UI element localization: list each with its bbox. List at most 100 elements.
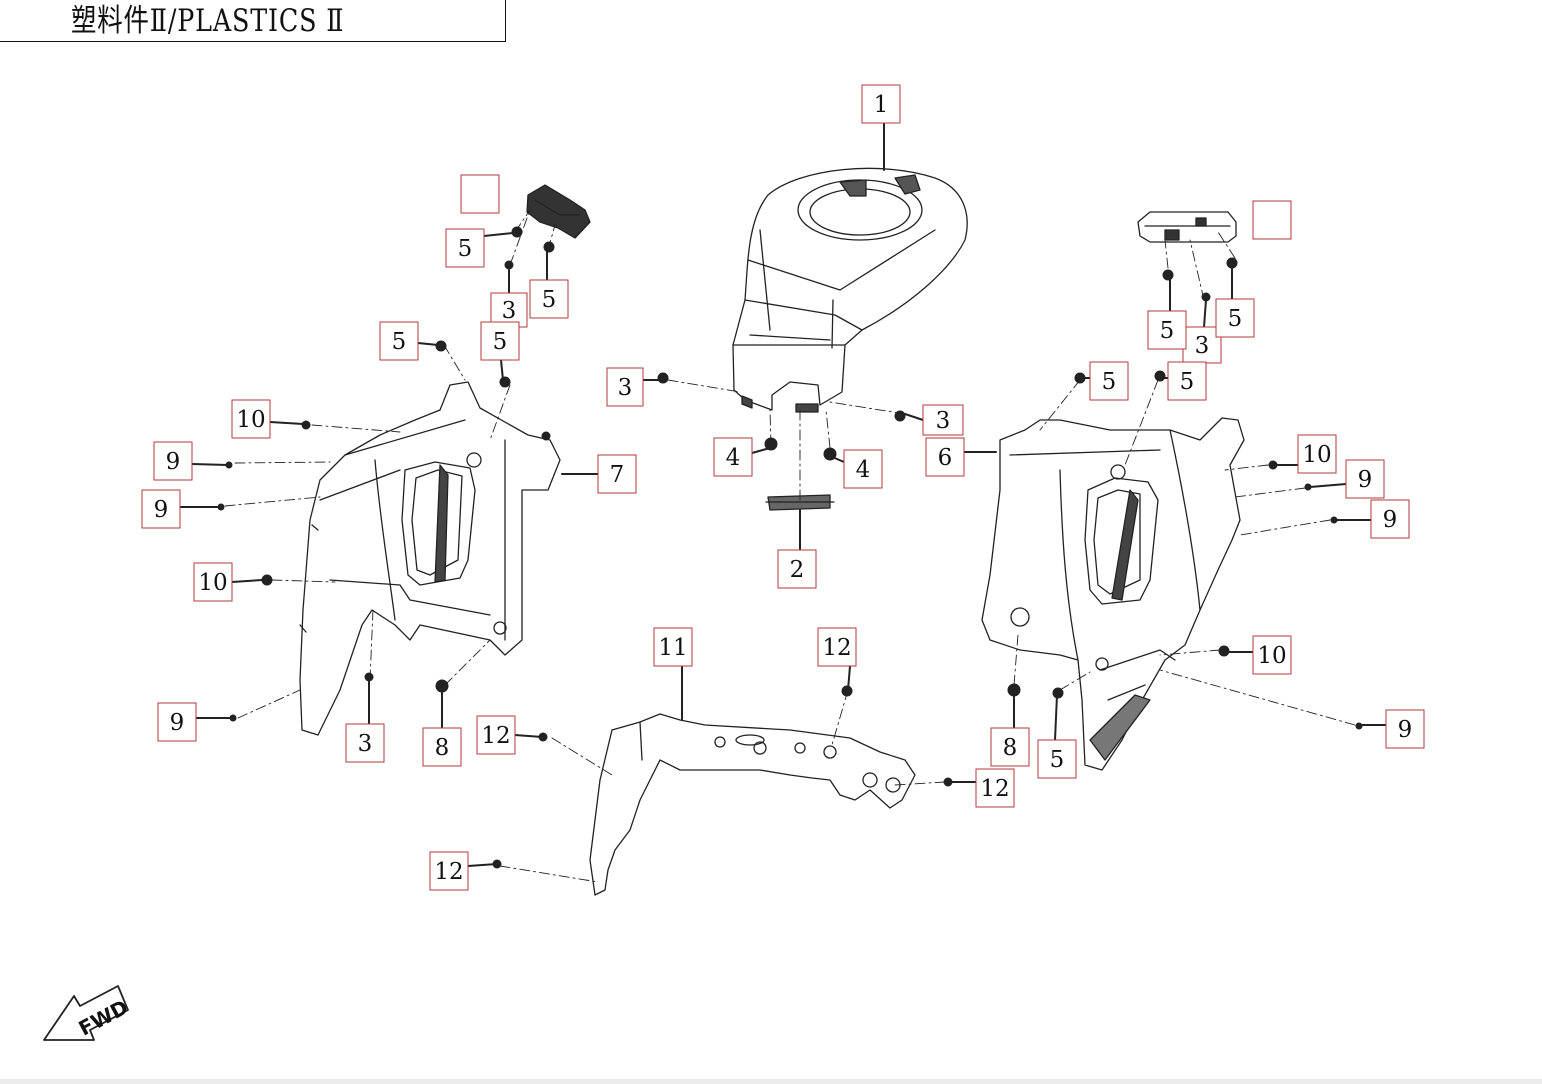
callout-number: 4 <box>856 457 871 483</box>
part-1-center-cover <box>732 167 968 413</box>
callout-number: 12 <box>822 635 851 661</box>
callout-box <box>1182 326 1222 364</box>
callout-3-c3b: 3 <box>606 367 644 407</box>
callout-number: 3 <box>618 375 633 401</box>
callout-number: 3 <box>936 408 951 434</box>
callout-5-c5e: 5 <box>1147 310 1187 350</box>
callout-number: 5 <box>1050 747 1065 773</box>
callout-number: 11 <box>658 635 687 661</box>
callout-box <box>490 292 528 328</box>
callout-8-c8b: 8 <box>990 727 1030 767</box>
callout-12-c12d: 12 <box>429 851 469 891</box>
part-6-right-side-panel <box>981 417 1245 771</box>
callout-box <box>1037 739 1077 779</box>
title-frame: 塑料件Ⅱ/PLASTICS Ⅱ <box>0 0 506 42</box>
callout-number: 12 <box>434 859 463 885</box>
callout-box <box>1252 635 1292 675</box>
bracket-top-left <box>526 184 591 239</box>
callout-number: 12 <box>980 776 1009 802</box>
callout-box <box>861 84 901 124</box>
callout-box <box>153 441 193 481</box>
callout-box <box>843 449 883 489</box>
part-7-left-side-panel <box>299 381 561 736</box>
callout-box <box>141 489 181 529</box>
callout-leader-lines <box>179 122 1387 867</box>
callout-3-c3e: 3 <box>345 723 385 763</box>
callout-number: 8 <box>435 735 450 761</box>
callout-box <box>1385 709 1425 749</box>
callout-12-c12b: 12 <box>476 715 516 755</box>
callout-number: 5 <box>493 329 508 355</box>
callout-number: 10 <box>1257 643 1286 669</box>
callout-box <box>1345 459 1385 499</box>
callout-5-c5c: 5 <box>379 321 419 361</box>
callout-number: 10 <box>1302 442 1331 468</box>
callout-9-c9f: 9 <box>1385 709 1425 749</box>
callout-box <box>429 851 469 891</box>
callout-4-c4a: 4 <box>713 437 753 477</box>
callout-number: 3 <box>1195 333 1210 359</box>
callout-10-c10d: 10 <box>1252 635 1292 675</box>
callout-number: 9 <box>1398 717 1413 743</box>
callout-box <box>1297 434 1337 474</box>
callout-box <box>777 549 817 589</box>
callout-5-c5h: 5 <box>1167 361 1207 401</box>
callout-box <box>1089 361 1129 401</box>
callout-box <box>653 627 693 667</box>
callout-number: 2 <box>790 557 805 583</box>
callout-number: 7 <box>610 462 625 488</box>
callout-9-c9e: 9 <box>1370 499 1410 539</box>
callout-box <box>480 321 520 361</box>
callout-number: 1 <box>874 92 889 118</box>
callout-9-c9d: 9 <box>1345 459 1385 499</box>
fastener-markers <box>217 226 1363 869</box>
callout-number: 10 <box>198 570 227 596</box>
assembly-center-lines <box>224 209 1356 883</box>
callout-number: 5 <box>1102 369 1117 395</box>
callout-9-c9b: 9 <box>141 489 181 529</box>
callout-box <box>925 437 965 477</box>
bottom-scrollbar-track <box>0 1079 1542 1084</box>
callout-5-c5f: 5 <box>1215 298 1255 338</box>
callout-box <box>1215 298 1255 338</box>
fwd-label: FWD <box>75 995 132 1041</box>
callout-3-c3d: 3 <box>1182 326 1222 364</box>
callout-11-c11: 11 <box>653 627 693 667</box>
callout-3-c3c: 3 <box>922 404 964 436</box>
callout-box <box>713 437 753 477</box>
callout-box <box>422 727 462 767</box>
callout-box <box>817 627 857 667</box>
bracket-top-right <box>1137 211 1237 243</box>
callout-number: 9 <box>154 497 169 523</box>
callout-box <box>345 723 385 763</box>
callout-box <box>460 174 500 214</box>
callout-box <box>231 399 271 439</box>
part-11-lower-bracket <box>589 713 916 896</box>
callout-9-c9a: 9 <box>153 441 193 481</box>
callout-box <box>529 279 569 319</box>
callout-number: 8 <box>1003 735 1018 761</box>
callout-number: 9 <box>1383 507 1398 533</box>
callout-12-c12c: 12 <box>975 768 1015 808</box>
callout-number: 5 <box>1228 306 1243 332</box>
callout-box <box>1252 200 1292 240</box>
callout-5-c5a: 5 <box>445 228 485 268</box>
callout-box <box>1167 361 1207 401</box>
callout-box <box>606 367 644 407</box>
callout-blank-cx2 <box>1252 200 1292 240</box>
callout-box <box>1147 310 1187 350</box>
callout-9-c9c: 9 <box>157 702 197 742</box>
callout-box <box>379 321 419 361</box>
callout-1-c1: 1 <box>861 84 901 124</box>
callout-10-c10b: 10 <box>193 562 233 602</box>
callout-10-c10a: 10 <box>231 399 271 439</box>
callout-box <box>476 715 516 755</box>
callout-number: 5 <box>392 329 407 355</box>
callout-number: 3 <box>358 731 373 757</box>
callout-box <box>193 562 233 602</box>
callout-number: 12 <box>481 723 510 749</box>
fwd-arrow-icon <box>43 985 129 1041</box>
callout-number: 10 <box>236 407 265 433</box>
